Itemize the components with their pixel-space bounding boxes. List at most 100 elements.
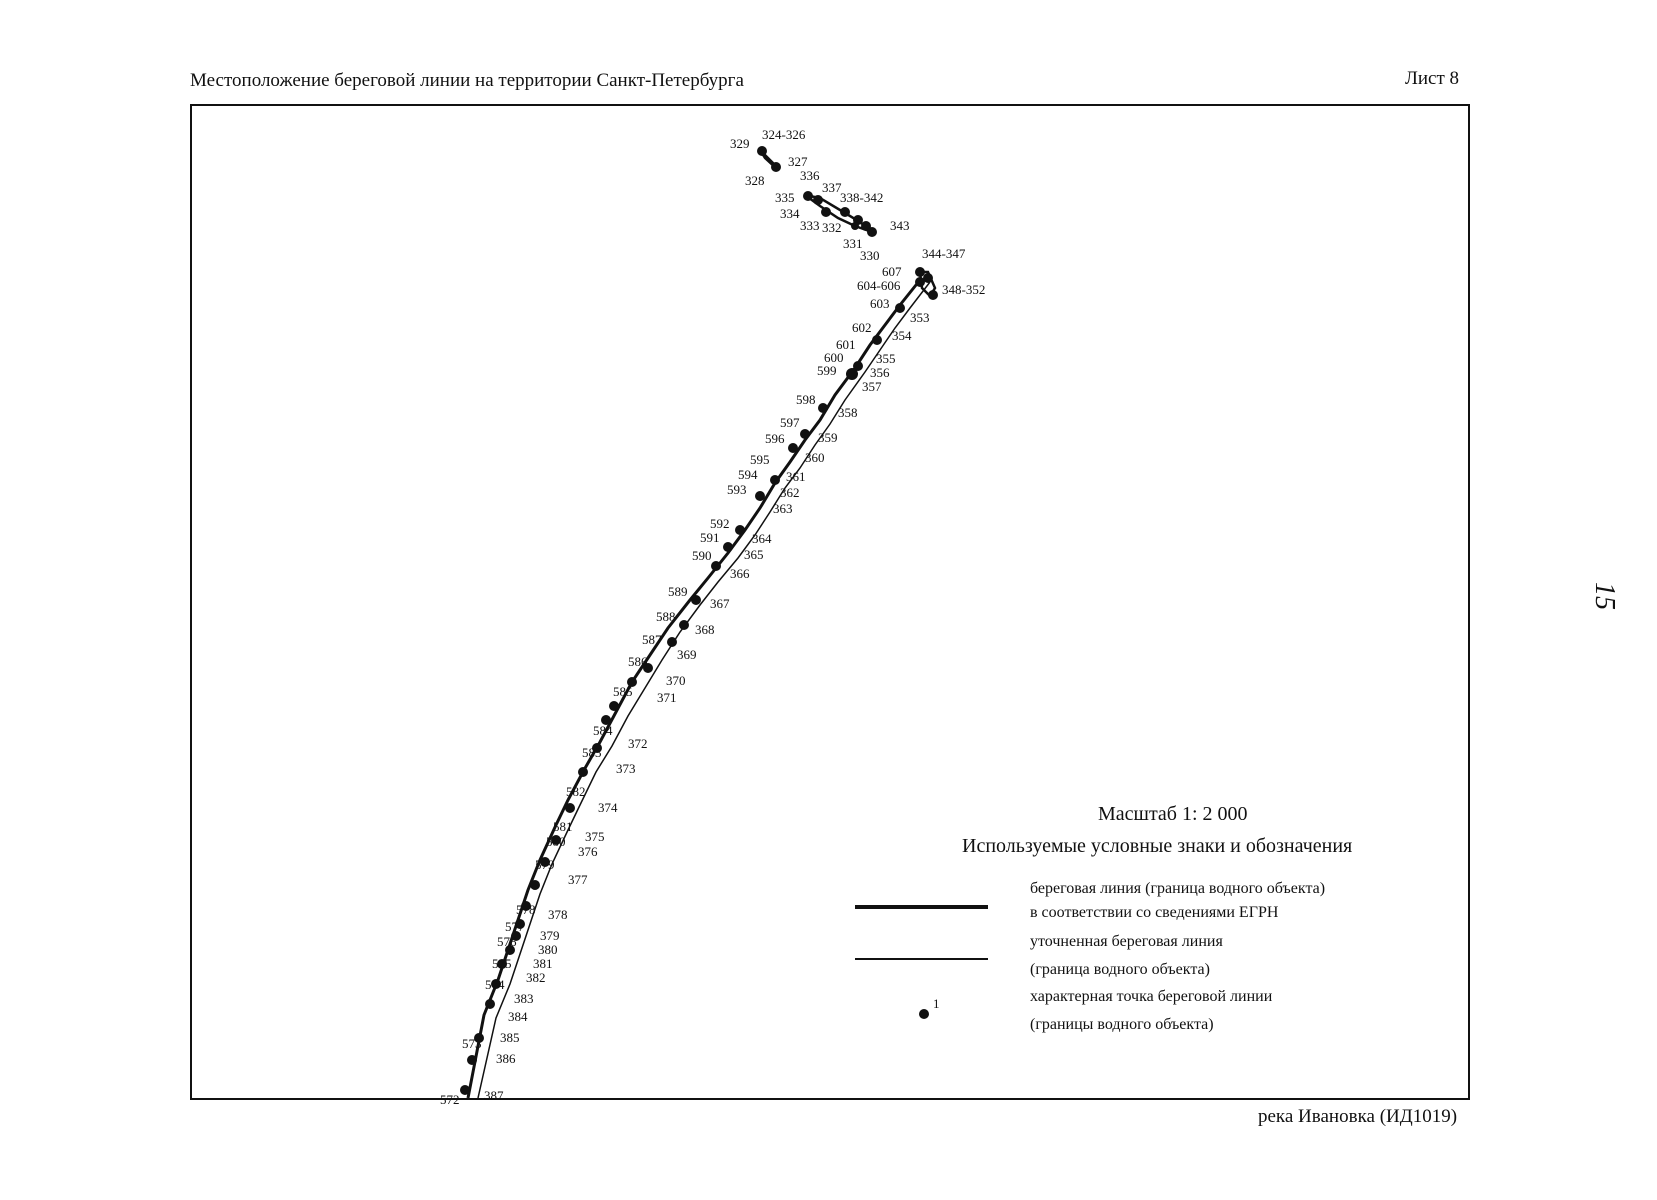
label-594: 594 [738,467,758,482]
label-383: 383 [514,991,534,1006]
label-589: 589 [668,584,688,599]
label-382: 382 [526,970,546,985]
label-578: 578 [516,902,536,917]
label-324-326: 324-326 [762,127,806,142]
label-337: 337 [822,180,842,195]
label-574: 574 [485,977,505,992]
legend-symbols: 1 [855,905,988,1019]
label-591: 591 [700,530,720,545]
label-583: 583 [582,745,602,760]
point-labels: 324-326 327 328 329 330 331 332 333 334 … [440,127,985,1107]
shoreline-lines [466,279,931,1099]
label-333: 333 [800,218,820,233]
label-359: 359 [818,430,838,445]
label-344-347: 344-347 [922,246,966,261]
label-357: 357 [862,379,882,394]
label-329: 329 [730,136,750,151]
label-355: 355 [876,351,896,366]
label-587: 587 [642,632,662,647]
label-356: 356 [870,365,890,380]
label-375: 375 [585,829,605,844]
label-376: 376 [578,844,598,859]
label-377: 377 [568,872,588,887]
legend-egrn-line-1: береговая линия (граница водного объекта… [1030,880,1326,897]
legend-point-symbol [919,1009,929,1019]
legend-refined-line-1: уточненная береговая линия [1030,933,1223,950]
label-579: 579 [535,857,555,872]
label-365: 365 [744,547,764,562]
label-360: 360 [805,450,825,465]
label-590: 590 [692,548,712,563]
label-580: 580 [546,834,566,849]
label-599: 599 [817,363,837,378]
label-363: 363 [773,501,793,516]
map-frame [190,104,1470,1100]
label-597: 597 [780,415,800,430]
label-582: 582 [566,784,586,799]
legend-refined-line-2: (граница водного объекта) [1030,961,1210,978]
label-600: 600 [824,350,844,365]
legend-title: Используемые условные знаки и обозначени… [962,835,1353,857]
label-385: 385 [500,1030,520,1045]
label-576: 576 [497,934,517,949]
label-343: 343 [890,218,910,233]
label-334: 334 [780,206,800,221]
label-368: 368 [695,622,715,637]
label-607: 607 [882,264,902,279]
label-371: 371 [657,690,677,705]
label-386: 386 [496,1051,516,1066]
label-364: 364 [752,531,772,546]
footer-caption: река Ивановка (ИД1019) [1258,1106,1458,1127]
legend-point-line-1: характерная точка береговой линии [1030,988,1273,1005]
label-335: 335 [775,190,795,205]
label-584: 584 [593,723,613,738]
label-361: 361 [786,469,806,484]
label-603: 603 [870,296,890,311]
label-586: 586 [628,654,648,669]
label-596: 596 [765,431,785,446]
label-592: 592 [710,516,730,531]
label-602: 602 [852,320,872,335]
label-588: 588 [656,609,676,624]
label-372: 372 [628,736,648,751]
legend-point-sample-label: 1 [933,996,940,1011]
label-332: 332 [822,220,842,235]
label-370: 370 [666,673,686,688]
label-573: 573 [462,1036,482,1051]
label-572: 572 [440,1092,460,1107]
label-378: 378 [548,907,568,922]
legend-egrn-line-2: в соответствии со сведениями ЕГРН [1030,904,1279,921]
label-575: 575 [492,956,512,971]
label-593: 593 [727,482,747,497]
label-381: 381 [533,956,553,971]
label-384: 384 [508,1009,528,1024]
label-373: 373 [616,761,636,776]
label-348-352: 348-352 [942,282,985,297]
label-598: 598 [796,392,816,407]
label-585: 585 [613,684,633,699]
label-328: 328 [745,173,765,188]
label-577: 577 [505,919,525,934]
label-380: 380 [538,942,558,957]
label-379: 379 [540,928,560,943]
label-338-342: 338-342 [840,190,883,205]
label-358: 358 [838,405,858,420]
label-327: 327 [788,154,808,169]
label-362: 362 [780,485,800,500]
label-336: 336 [800,168,820,183]
label-366: 366 [730,566,750,581]
label-601: 601 [836,337,856,352]
label-604-606: 604-606 [857,278,901,293]
sheet-label: Лист 8 [1405,68,1460,89]
label-331: 331 [843,236,863,251]
legend-point-line-2: (границы водного объекта) [1030,1016,1214,1033]
header-title: Местоположение береговой линии на террит… [190,70,744,91]
map-scale: Масштаб 1: 2 000 [1098,803,1248,825]
label-369: 369 [677,647,697,662]
label-374: 374 [598,800,618,815]
label-354: 354 [892,328,912,343]
label-353: 353 [910,310,930,325]
label-595: 595 [750,452,770,467]
label-330: 330 [860,248,880,263]
